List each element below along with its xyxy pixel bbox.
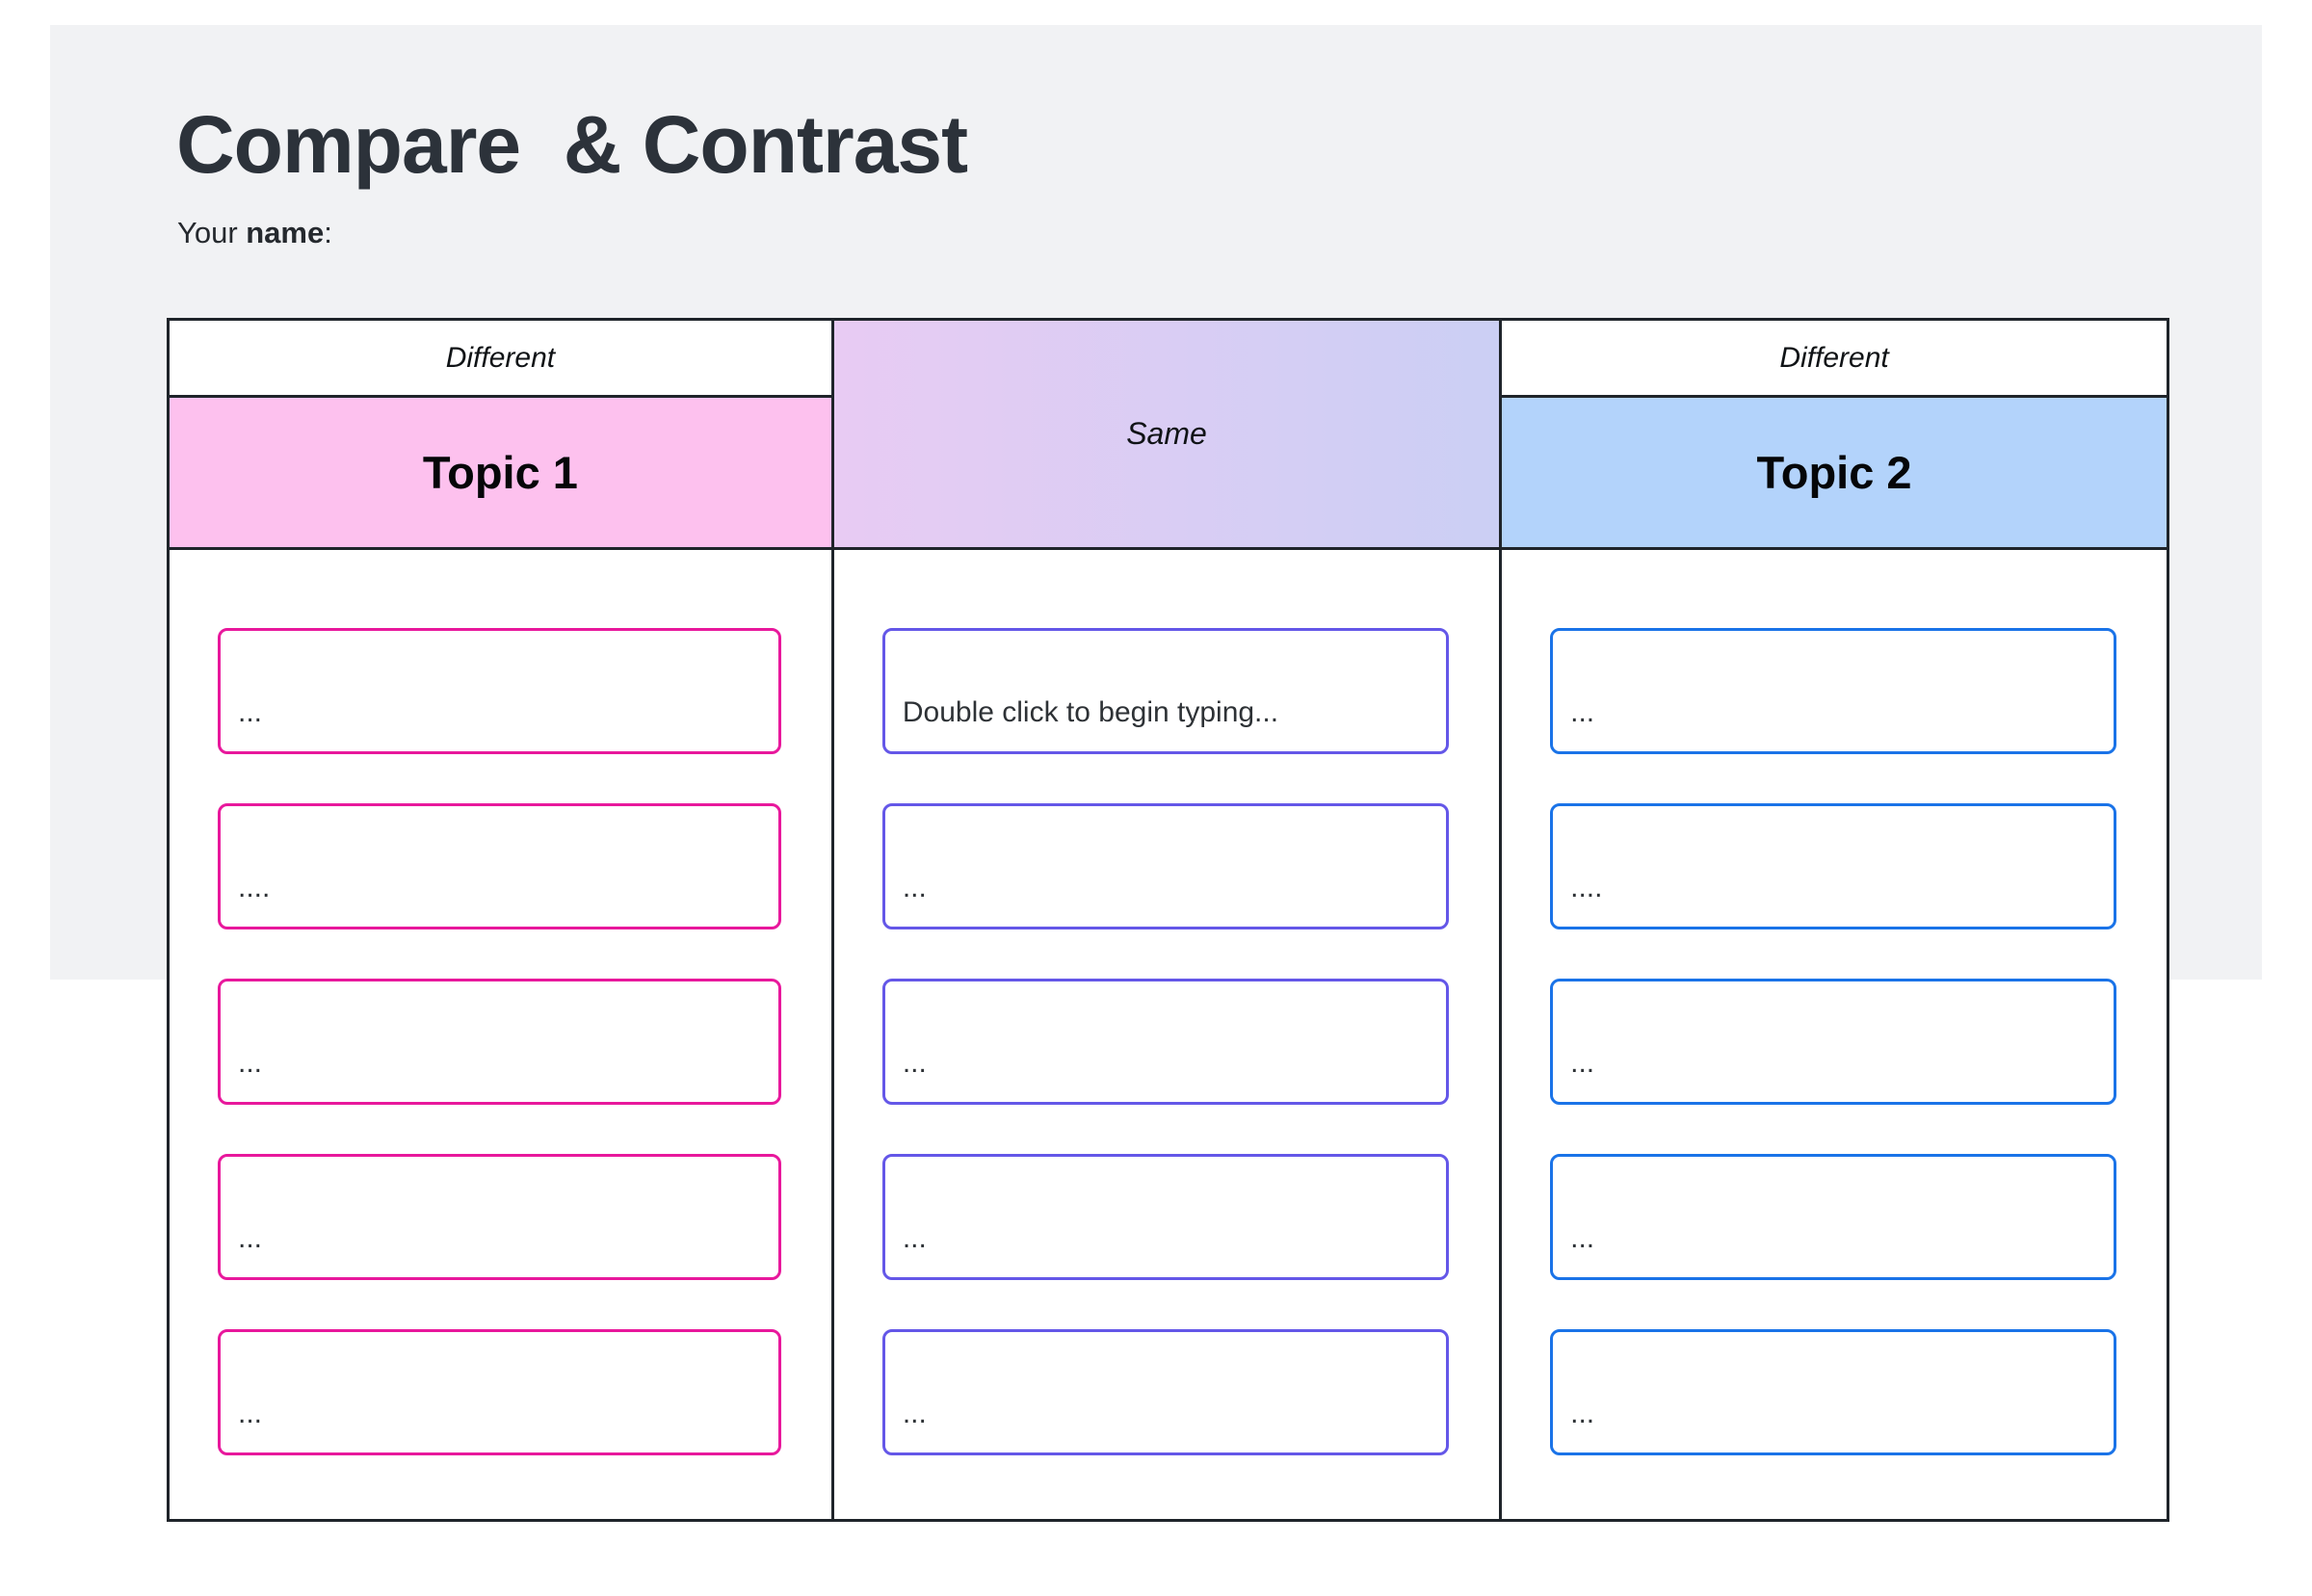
different-header-left: Different <box>170 321 831 398</box>
topic1-entry-box-4[interactable]: ... <box>218 1154 781 1280</box>
name-label-suffix: : <box>324 216 332 249</box>
topic1-header[interactable]: Topic 1 <box>170 398 831 550</box>
name-label: Your name: <box>177 214 332 252</box>
same-entry-box-3[interactable]: ... <box>881 979 1450 1105</box>
topic2-entry-box-4[interactable]: ... <box>1550 1154 2116 1280</box>
topic1-entry-box-1[interactable]: ... <box>218 628 781 754</box>
topic2-header[interactable]: Topic 2 <box>1502 398 2167 550</box>
topic1-entry-box-5[interactable]: ... <box>218 1329 781 1455</box>
same-header: Same <box>833 321 1500 550</box>
different-header-right: Different <box>1502 321 2167 398</box>
topic2-entry-box-1[interactable]: ... <box>1550 628 2116 754</box>
topic2-entry-box-3[interactable]: ... <box>1550 979 2116 1105</box>
topic1-label: Topic 1 <box>422 447 578 498</box>
same-entry-box-2[interactable]: ... <box>881 803 1450 929</box>
topic2-entry-box-5[interactable]: ... <box>1550 1329 2116 1455</box>
column-topic1: Different Topic 1 ... .... ... ... ... <box>170 321 834 1519</box>
same-content: Double click to begin typing... ... ... … <box>833 550 1500 1519</box>
compare-contrast-table: Different Topic 1 ... .... ... ... ... S… <box>167 318 2169 1522</box>
topic1-entry-box-2[interactable]: .... <box>218 803 781 929</box>
topic2-content: ... .... ... ... ... <box>1502 550 2167 1519</box>
same-entry-box-1[interactable]: Double click to begin typing... <box>881 628 1450 754</box>
column-same: Same Double click to begin typing... ...… <box>833 321 1503 1519</box>
name-label-bold: name <box>246 216 325 249</box>
topic2-label: Topic 2 <box>1756 447 1912 498</box>
topic1-content: ... .... ... ... ... <box>170 550 831 1519</box>
page-title: Compare & Contrast <box>176 99 968 190</box>
name-label-prefix: Your <box>177 216 247 249</box>
column-topic2: Different Topic 2 ... .... ... ... ... <box>1502 321 2167 1519</box>
topic2-entry-box-2[interactable]: .... <box>1550 803 2116 929</box>
different-label-left: Different <box>445 341 556 374</box>
different-label-right: Different <box>1779 341 1889 374</box>
topic1-entry-box-3[interactable]: ... <box>218 979 781 1105</box>
same-entry-box-5[interactable]: ... <box>881 1329 1450 1455</box>
same-label: Same <box>1126 416 1207 451</box>
same-entry-box-4[interactable]: ... <box>881 1154 1450 1280</box>
